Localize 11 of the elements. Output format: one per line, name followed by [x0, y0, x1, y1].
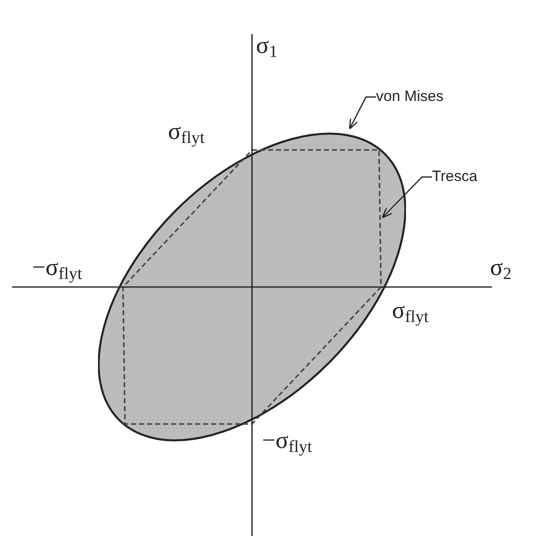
axis-label: σ$_{flyt}$ — [168, 118, 205, 146]
leader-arrow — [382, 176, 432, 218]
axis-label: σ$_{1}$ — [256, 32, 278, 60]
leader-arrow — [348, 96, 376, 130]
callout-text: von Mises — [376, 87, 456, 107]
callout-text: Tresca — [432, 167, 492, 187]
axis-label: σ$_{2}$ — [490, 254, 512, 282]
axis-label: −σ$_{flyt}$ — [32, 254, 82, 282]
axis-label: σ$_{flyt}$ — [392, 297, 429, 325]
hexagon-outline — [122, 149, 382, 425]
axis-label: −σ$_{flyt}$ — [262, 427, 312, 455]
